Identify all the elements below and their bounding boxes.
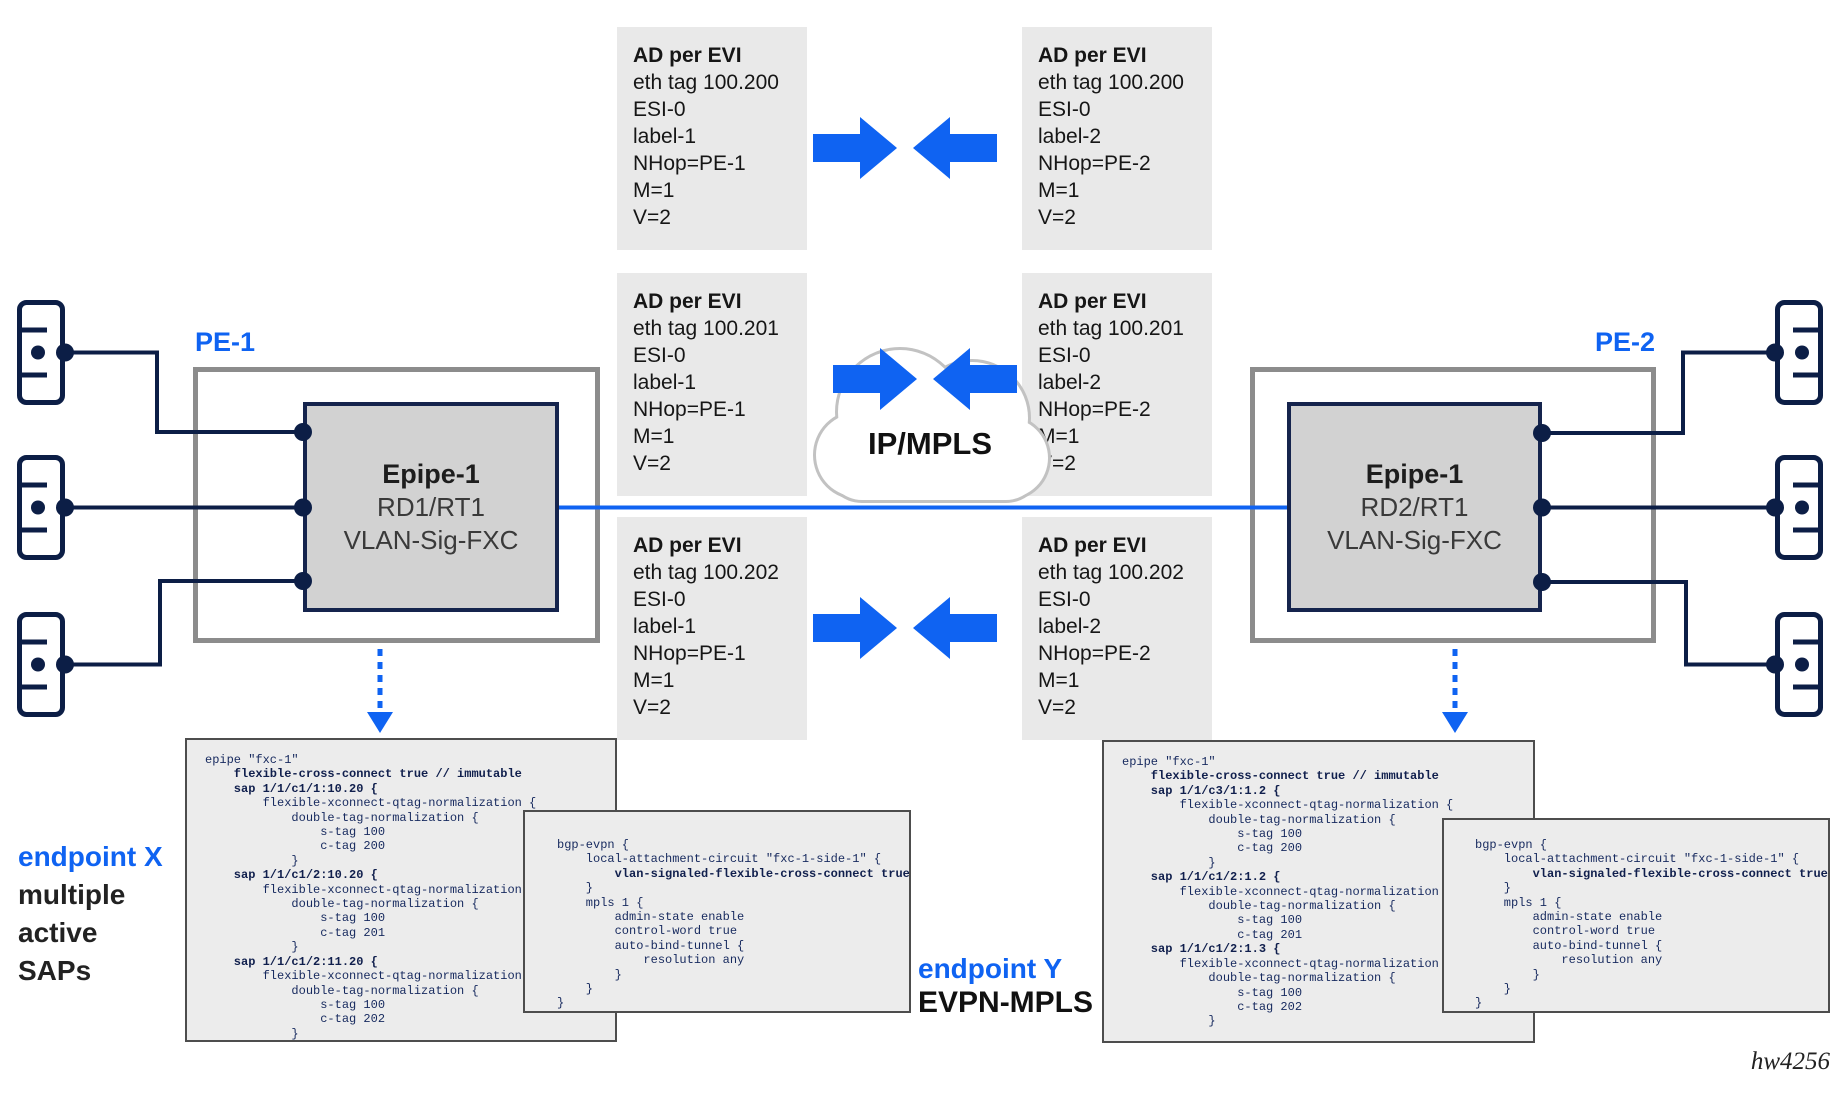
ce-device-icon-right-1 <box>1775 300 1823 405</box>
ad-route-title: AD per EVI <box>633 44 742 67</box>
epipe1-service-box: Epipe-1 RD1/RT1 VLAN-Sig-FXC <box>303 402 559 612</box>
endpoint-y-subtitle: EVPN-MPLS <box>918 986 1094 1019</box>
pe2-label: PE-2 <box>1594 327 1655 357</box>
arrow-left-row2 <box>933 348 1017 410</box>
ad-route-title: AD per EVI <box>1038 44 1147 67</box>
ce-device-icon-left-3 <box>17 612 65 717</box>
ip-mpls-cloud <box>813 347 1051 503</box>
ce-device-icon-right-3 <box>1775 612 1823 717</box>
epipe1-title: Epipe-1 <box>382 458 480 489</box>
pe2-bgp-evpn-config-code: bgp-evpn { local-attachment-circuit "fxc… <box>1442 818 1830 1013</box>
epipe1-rd-rt: RD1/RT1 <box>377 491 485 522</box>
epipe2-rd-rt: RD2/RT1 <box>1360 491 1469 522</box>
epipe2-mode: VLAN-Sig-FXC <box>1327 524 1502 555</box>
epipe2-title: Epipe-1 <box>1365 458 1464 489</box>
arrow-right-row2 <box>833 348 917 410</box>
ce-device-icon-left-2 <box>17 455 65 560</box>
ad-route-title: AD per EVI <box>1038 534 1147 557</box>
ad-route-title: AD per EVI <box>1038 290 1147 313</box>
ad-route-title: AD per EVI <box>633 534 742 557</box>
pe1-router-box <box>193 367 600 643</box>
bgp-route-exchange-arrows <box>813 117 1017 659</box>
ce-device-icon-right-2 <box>1775 455 1823 560</box>
arrow-right-row1 <box>813 117 897 179</box>
figure-id: hw4256 <box>1750 1048 1830 1075</box>
pe1-label: PE-1 <box>195 327 256 357</box>
ip-mpls-label: IP/MPLS <box>867 426 992 461</box>
config-pointer-arrows <box>367 649 1468 733</box>
ad-route-title: AD per EVI <box>633 290 742 313</box>
pe2-router-box <box>1250 367 1656 643</box>
arrow-right-row3 <box>813 597 897 659</box>
pe1-bgp-evpn-config-code: bgp-evpn { local-attachment-circuit "fxc… <box>523 810 911 1013</box>
arrow-left-row3 <box>913 597 997 659</box>
endpoint-y-label: endpoint Y EVPN-MPLS <box>918 952 1093 1020</box>
arrow-left-row1 <box>913 117 997 179</box>
epipe2-service-box: Epipe-1 RD2/RT1 VLAN-Sig-FXC <box>1287 402 1542 612</box>
endpoint-x-title: endpoint X <box>18 841 163 872</box>
epipe1-mode: VLAN-Sig-FXC <box>343 524 519 555</box>
endpoint-y-title: endpoint Y <box>918 953 1063 984</box>
ce-device-icon-left-1 <box>17 300 65 405</box>
